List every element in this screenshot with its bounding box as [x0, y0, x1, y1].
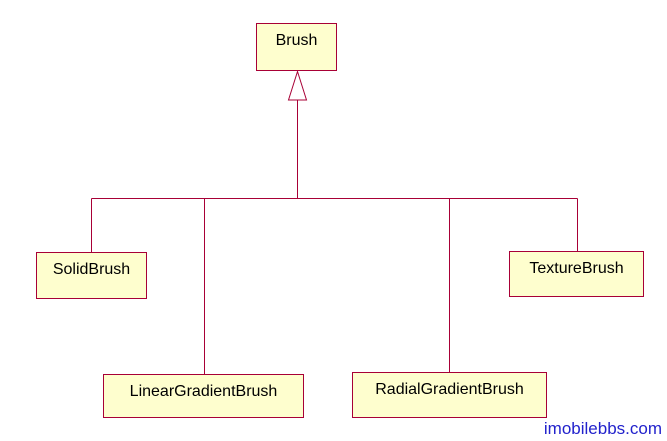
class-box-radialgradientbrush: RadialGradientBrush — [352, 372, 547, 418]
class-name-radialgradientbrush: RadialGradientBrush — [375, 381, 524, 398]
class-box-texturebrush: TextureBrush — [509, 251, 644, 297]
class-box-lineargradientbrush: LinearGradientBrush — [103, 374, 304, 418]
generalization-arrow-icon — [287, 69, 308, 101]
class-name-brush: Brush — [275, 32, 318, 49]
class-name-lineargradientbrush: LinearGradientBrush — [129, 383, 278, 400]
class-box-brush: Brush — [256, 23, 337, 71]
class-name-solidbrush: SolidBrush — [52, 261, 131, 278]
class-name-texturebrush: TextureBrush — [529, 260, 624, 277]
connector-lines — [91, 100, 578, 374]
class-box-solidbrush: SolidBrush — [36, 252, 147, 299]
watermark: imobilebbs.com — [543, 419, 662, 438]
